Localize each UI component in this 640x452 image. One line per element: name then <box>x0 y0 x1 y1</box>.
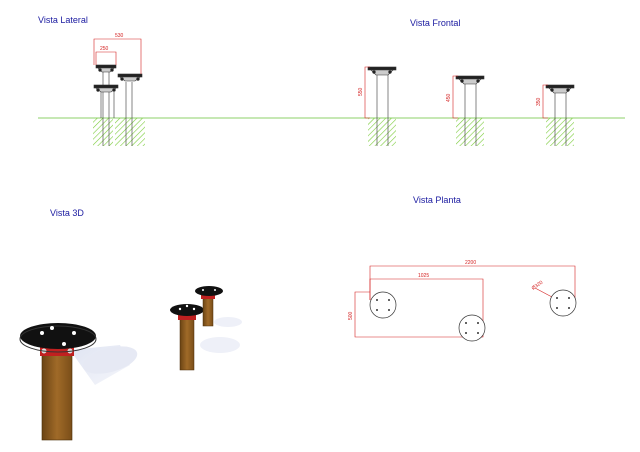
dim-frontal-450: 450 <box>446 93 452 102</box>
plan-seat-1 <box>369 291 397 319</box>
plan-seat-3 <box>549 289 577 317</box>
dim-plan-1025: 1025 <box>418 273 429 279</box>
title-vista-planta: Vista Planta <box>413 195 461 205</box>
dim-plan-diameter: Ø320 <box>531 280 545 292</box>
lateral-view <box>93 64 145 146</box>
dim-lateral-250: 250 <box>100 46 109 52</box>
title-vista-3d: Vista 3D <box>50 208 84 218</box>
frontal-dimensions <box>364 66 548 119</box>
plan-bolts <box>376 297 570 334</box>
frontal-view <box>367 66 575 146</box>
post-3d-medium <box>179 317 195 371</box>
dim-frontal-550: 550 <box>358 87 364 96</box>
post-3d-small <box>202 295 214 327</box>
seat-3d-medium <box>170 304 204 316</box>
plan-view <box>354 265 577 342</box>
dim-plan-500: 500 <box>348 311 354 320</box>
plan-seats <box>369 289 577 342</box>
title-vista-lateral: Vista Lateral <box>38 15 88 25</box>
dim-frontal-350: 350 <box>536 97 542 106</box>
view-3d <box>19 286 242 441</box>
title-vista-frontal: Vista Frontal <box>410 18 461 28</box>
lateral-dimensions <box>93 38 142 74</box>
dim-plan-2200: 2200 <box>465 260 476 266</box>
dim-lateral-530: 530 <box>115 33 124 39</box>
plan-seat-2 <box>458 314 486 342</box>
post-3d-large <box>41 351 73 441</box>
plan-dimension-lines <box>354 265 576 338</box>
lateral-foundation-right <box>115 118 145 146</box>
seat-3d-large <box>20 323 96 349</box>
seat-3d-small <box>195 286 223 296</box>
